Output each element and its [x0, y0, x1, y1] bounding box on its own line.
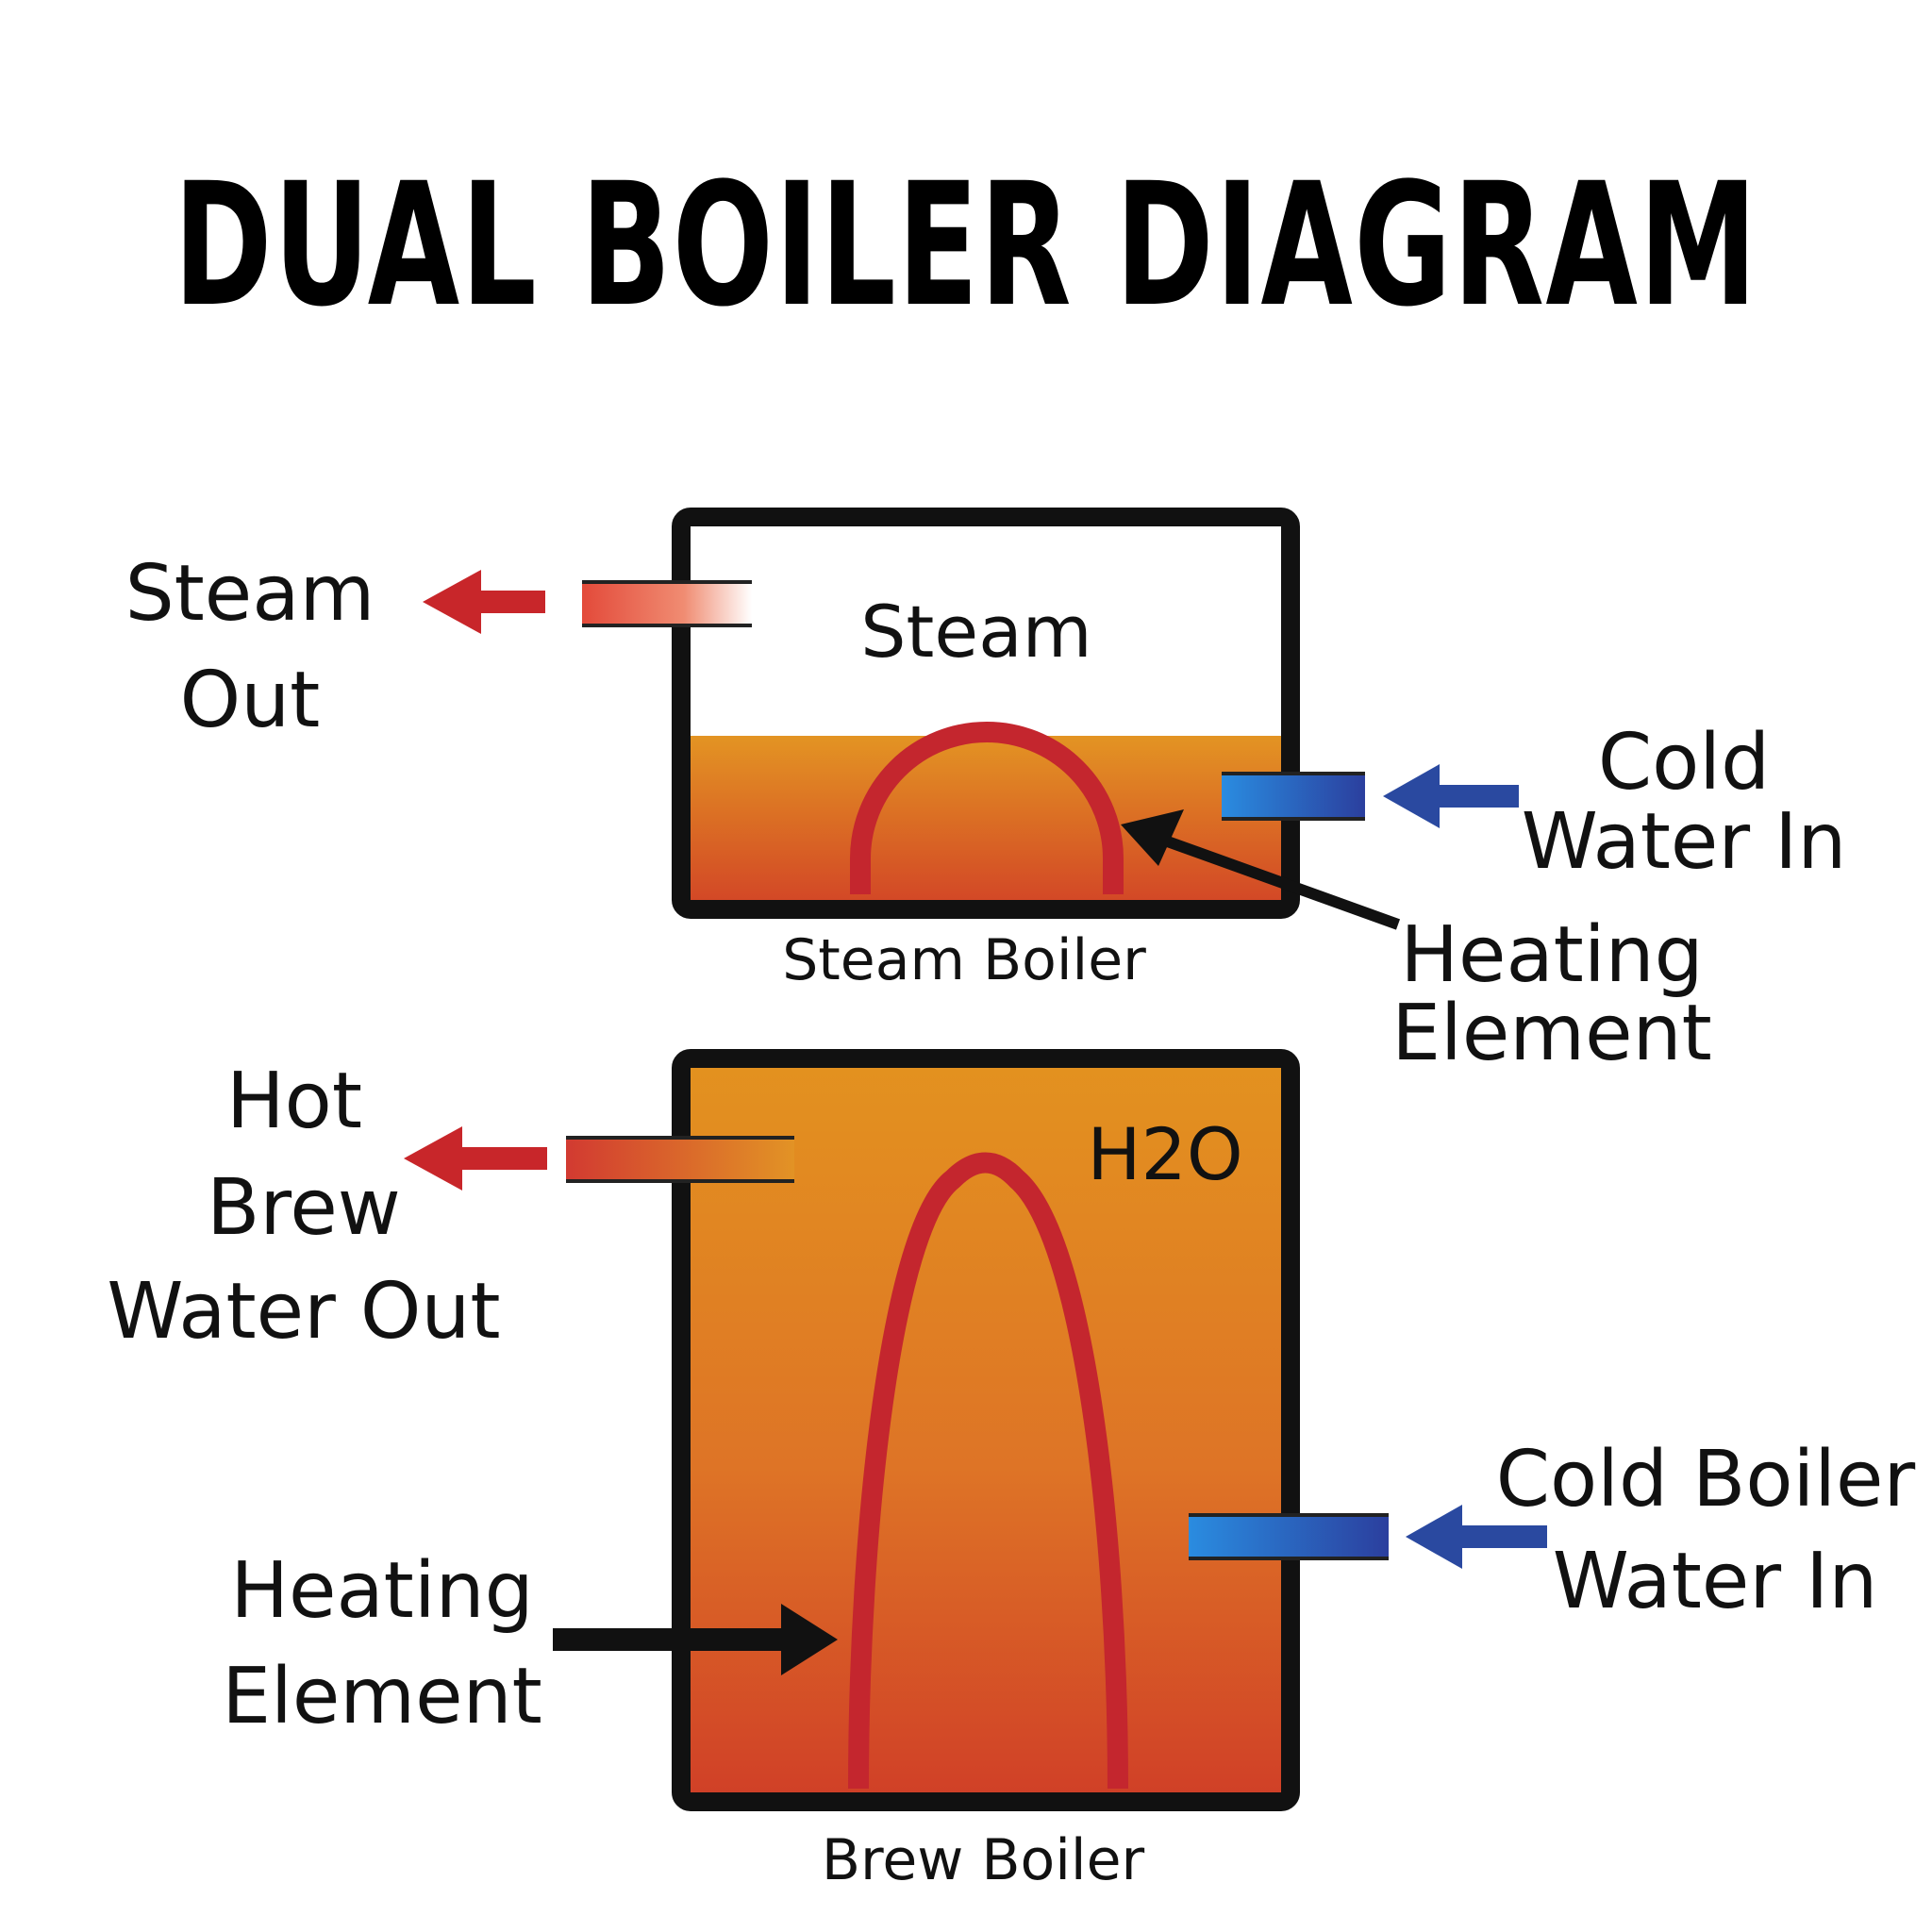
steam-out-label-line1: Steam [125, 549, 375, 639]
steam-boiler-outline [672, 508, 1300, 919]
steam-heating-element-label-line1: Heating [1400, 910, 1703, 1000]
steam-out-arrow-icon [423, 570, 545, 634]
hot-brew-water-out-label-line2: Brew [207, 1163, 401, 1253]
brew-heating-element-label-line1: Heating [230, 1546, 533, 1636]
steam-boiler: Steam Steam Boiler [672, 508, 1300, 993]
cold-boiler-water-in-label-line2: Water In [1553, 1537, 1878, 1626]
steam-boiler-water [681, 736, 1291, 909]
brew-heating-element-arrow-icon [553, 1604, 838, 1675]
steam-heating-element-label-line2: Element [1391, 989, 1712, 1078]
hot-brew-water-out-pipe [566, 1138, 794, 1181]
steam-out-port [423, 570, 752, 634]
cold-water-in-arrow-icon [1383, 764, 1519, 828]
steam-boiler-label: Steam Boiler [782, 927, 1146, 993]
cold-boiler-water-in-label-line1: Cold Boiler [1496, 1435, 1916, 1524]
brew-inside-label: H2O [1087, 1112, 1242, 1196]
steam-heating-element-arrow-icon [1121, 809, 1401, 930]
brew-heating-element-label-line2: Element [222, 1652, 542, 1741]
steam-out-label-line2: Out [180, 656, 321, 745]
hot-brew-water-out-label-line3: Water Out [107, 1267, 500, 1357]
brew-boiler: H2O Brew Boiler [672, 1049, 1300, 1893]
cold-water-in-label-line1: Cold [1598, 718, 1770, 808]
brew-heating-element-coil [848, 1152, 1128, 1790]
cold-boiler-water-in-pipe [1189, 1515, 1389, 1558]
brew-boiler-outline [672, 1049, 1300, 1811]
hot-brew-water-out-arrow-icon [404, 1126, 547, 1191]
hot-brew-water-out-label-line1: Hot [226, 1057, 362, 1146]
cold-water-in-pipe [1222, 774, 1365, 819]
steam-out-pipe [582, 582, 752, 625]
hot-brew-water-out-port [404, 1126, 794, 1191]
cold-boiler-water-in-port [1189, 1505, 1547, 1569]
brew-boiler-label: Brew Boiler [822, 1827, 1145, 1893]
cold-water-in-port [1222, 764, 1519, 828]
cold-boiler-water-in-arrow-icon [1406, 1505, 1547, 1569]
steam-inside-label: Steam [860, 590, 1091, 674]
page-title: DUAL BOILER DIAGRAM [174, 147, 1758, 344]
steam-heating-element-coil [850, 722, 1124, 894]
cold-water-in-label-line2: Water In [1522, 797, 1847, 887]
